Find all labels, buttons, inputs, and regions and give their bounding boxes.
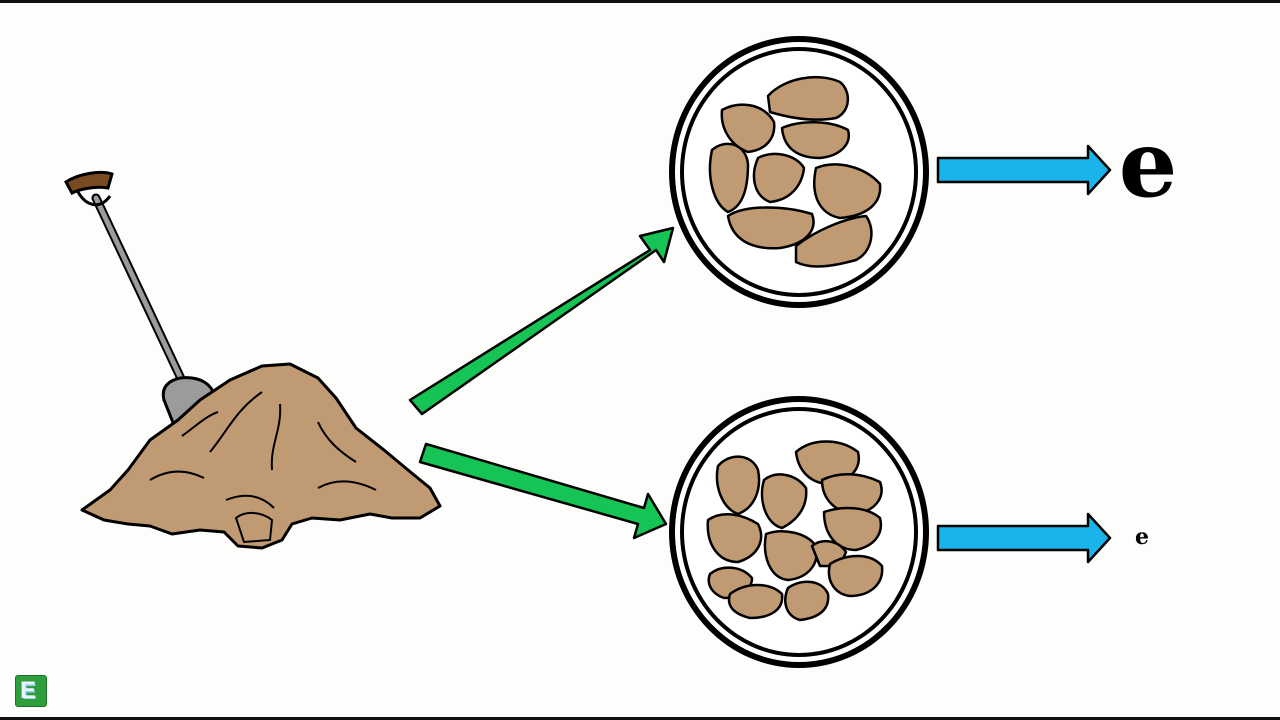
small-particles-result-label: e (1135, 524, 1149, 550)
logo-icon: E E (15, 675, 47, 707)
large-particles-result-label: e (1118, 110, 1178, 218)
bottom-border (0, 717, 1280, 720)
large-particles-icon (669, 36, 929, 308)
shovel-icon (64, 170, 217, 432)
blue-arrow-upper (936, 144, 1112, 196)
green-arrow-upper (408, 226, 675, 416)
soil-pile-icon (80, 362, 442, 550)
blue-arrow-lower (936, 512, 1112, 564)
top-border (0, 0, 1280, 3)
green-arrow-lower (418, 442, 668, 540)
small-particles-icon (669, 396, 929, 668)
